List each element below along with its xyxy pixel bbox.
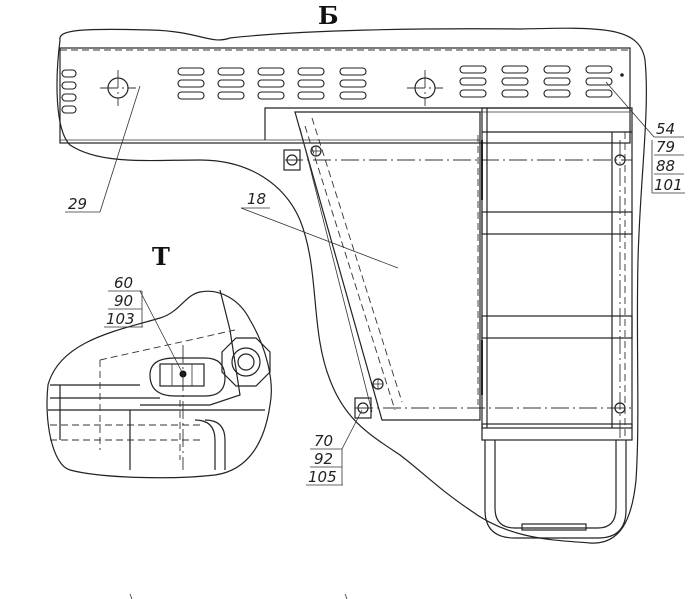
right-frame-bolt-bottom bbox=[614, 402, 626, 414]
callout-29: 29 bbox=[68, 195, 87, 213]
callout-60: 60 bbox=[114, 274, 133, 292]
handle-grip bbox=[521, 523, 587, 531]
slot-group-center bbox=[177, 67, 367, 100]
detail-t-hook bbox=[194, 419, 226, 470]
slanted-bracket-inner bbox=[299, 127, 373, 413]
callout-101: 101 bbox=[654, 176, 683, 194]
view-b-break-outline bbox=[56, 27, 647, 544]
view-label-t: Т bbox=[152, 242, 170, 271]
leader-60 bbox=[139, 290, 184, 375]
slot-group-right bbox=[459, 65, 613, 98]
leader-29 bbox=[99, 85, 141, 213]
slot-group-left bbox=[61, 69, 77, 114]
hole-left-upper bbox=[283, 149, 301, 171]
bracket-step bbox=[264, 107, 630, 140]
frame-bar-upper bbox=[481, 211, 633, 235]
callout-18: 18 bbox=[247, 190, 266, 208]
detail-t-arm bbox=[140, 289, 241, 406]
bottom-tick-right bbox=[344, 593, 348, 599]
callout-105: 105 bbox=[308, 468, 337, 486]
view-label-b: Б bbox=[318, 1, 339, 30]
callout-92: 92 bbox=[314, 450, 333, 468]
leader-70 bbox=[341, 409, 363, 450]
top-plate bbox=[59, 47, 631, 144]
frame-bar-middle bbox=[481, 315, 633, 339]
small-dot bbox=[620, 73, 624, 77]
mounting-hole-left bbox=[100, 70, 136, 106]
hole-left-lower bbox=[354, 397, 372, 419]
handle-loop-outer bbox=[484, 440, 627, 539]
detail-t-bolt bbox=[159, 363, 205, 387]
mounting-hole-right bbox=[407, 70, 443, 106]
handle-loop-inner bbox=[494, 440, 617, 529]
right-frame bbox=[481, 107, 633, 429]
slanted-bracket bbox=[294, 111, 481, 421]
callout-103: 103 bbox=[106, 310, 135, 328]
bolt-lower bbox=[372, 378, 384, 390]
detail-t-arm-dashed bbox=[99, 329, 236, 361]
bolt-upper bbox=[310, 145, 322, 157]
leader-54 bbox=[605, 81, 655, 138]
callout-79: 79 bbox=[656, 138, 675, 156]
detail-t-oval bbox=[149, 357, 226, 397]
callout-70: 70 bbox=[314, 432, 333, 450]
bottom-tick-left bbox=[129, 593, 133, 599]
slanted-bracket-dashed bbox=[304, 117, 403, 411]
callout-54: 54 bbox=[656, 120, 675, 138]
leader-18 bbox=[240, 207, 399, 269]
view-t-break-outline bbox=[46, 290, 272, 479]
frame-bar-lower bbox=[481, 423, 633, 441]
callout-88: 88 bbox=[656, 157, 675, 175]
callout-90: 90 bbox=[114, 292, 133, 310]
right-frame-bolt-top bbox=[614, 154, 626, 166]
detail-t-hex-nut bbox=[221, 337, 271, 387]
